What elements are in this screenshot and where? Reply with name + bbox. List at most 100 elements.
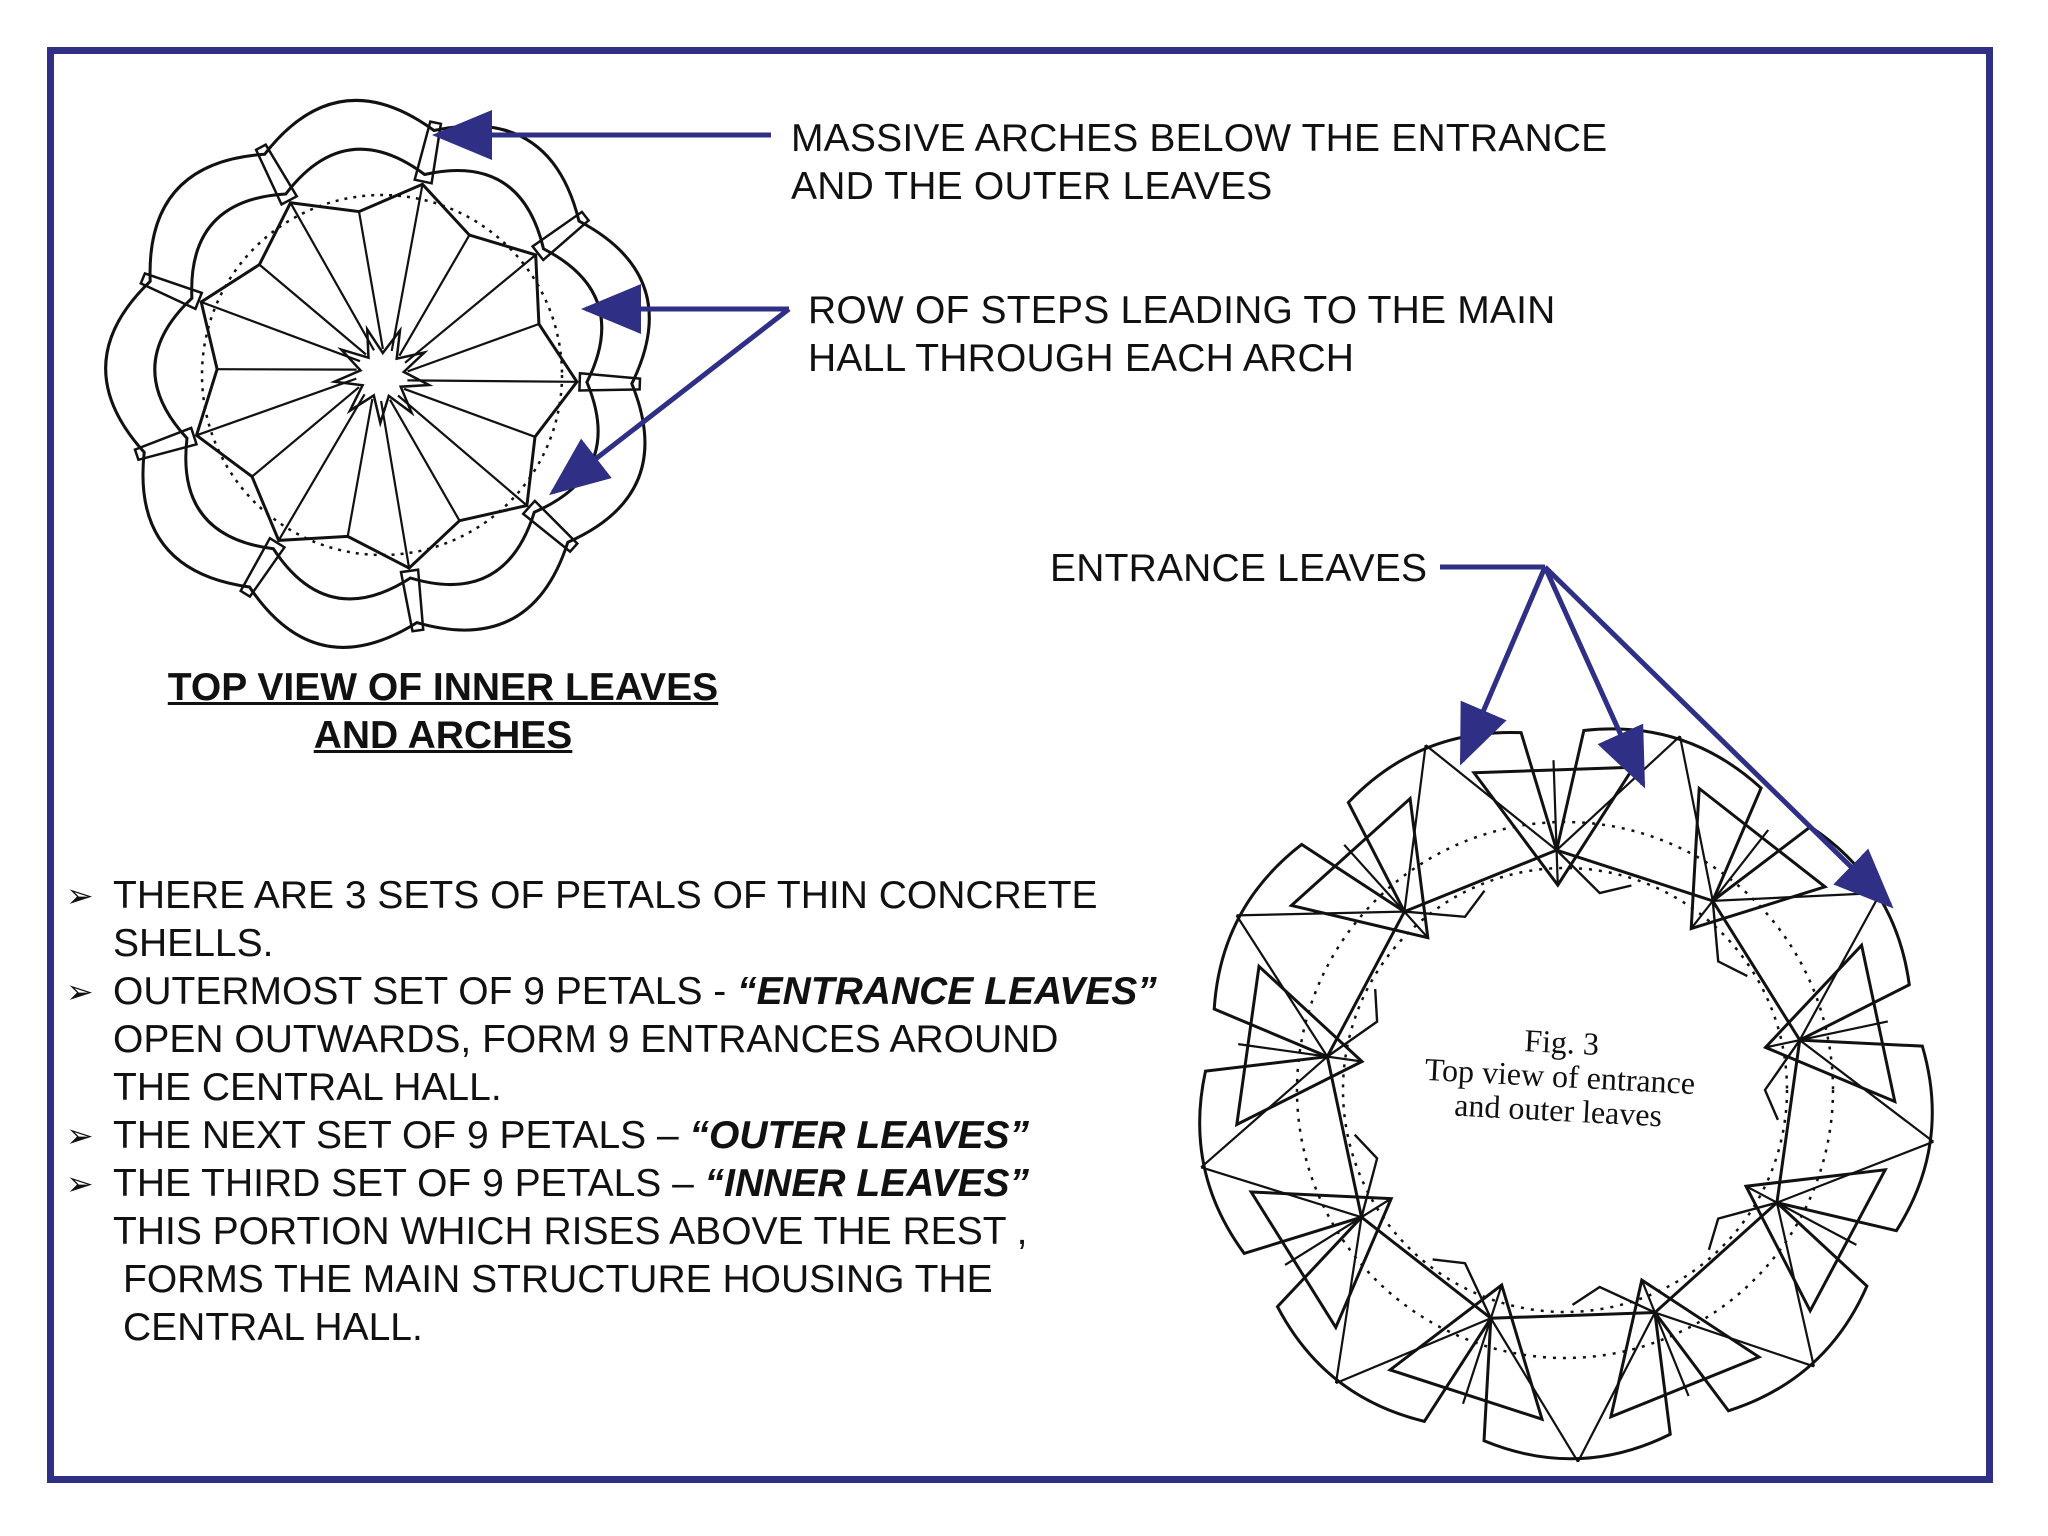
hall-edge (1763, 1039, 1801, 1121)
outer-leaf-rib (1552, 760, 1559, 886)
entrance-leaf-rib (1775, 1202, 1815, 1367)
outer-leaf-rib (1238, 1043, 1363, 1063)
entrance-leaf-rib (1403, 744, 1427, 912)
entrance-leaf (1275, 1215, 1493, 1424)
entrance-leaf-rib (1577, 1312, 1656, 1463)
entrance-leaf-rib (1799, 1039, 1935, 1143)
entrance-leaf (1652, 1200, 1869, 1413)
arch-pier (254, 143, 299, 207)
bullet-continuation: OPEN OUTWARDS, FORM 9 ENTRANCES AROUND (113, 1018, 1059, 1061)
entrance-leaf-rib (1335, 1317, 1492, 1385)
hall-edge (1353, 1133, 1379, 1218)
leaf-rib (380, 400, 411, 569)
outer-leaf-rib (1343, 844, 1429, 939)
entrance-leaves-arrow-1 (1459, 566, 1548, 766)
hall-edge (1326, 989, 1379, 1058)
left-caption-line2: AND ARCHES (313, 714, 573, 757)
leaf-rib (397, 394, 528, 507)
outer-leaf (1288, 795, 1430, 940)
bullet-text: THE THIRD SET OF 9 PETALS – (113, 1162, 705, 1205)
leaf-rib (389, 399, 461, 522)
bullet-item: ➢ OUTERMOST SET OF 9 PETALS - “ENTRANCE … (66, 968, 1186, 1016)
hall-edge (1711, 900, 1748, 978)
massive-arches-label: MASSIVE ARCHES BELOW THE ENTRANCE AND TH… (791, 115, 1607, 211)
ring-dotted-outer (1295, 820, 1835, 1360)
arch-pier (578, 371, 642, 392)
leaf-rib (407, 379, 577, 383)
arch-pier (399, 568, 425, 633)
entrance-leaf (1482, 1310, 1672, 1461)
entrance-leaf (1212, 842, 1407, 1059)
inner-arches-outline (153, 147, 604, 601)
bullet-arrow-icon: ➢ (66, 973, 94, 1010)
outer-arches-outline (104, 99, 651, 649)
hall-edge (1432, 1258, 1492, 1319)
left-figure-caption: TOP VIEW OF INNER LEAVES AND ARCHES (148, 664, 738, 760)
entrance-leaves-label: ENTRANCE LEAVES (1050, 547, 1428, 590)
arch-pier (133, 426, 199, 462)
leaf-rib (200, 300, 361, 363)
row-of-steps-label-line2: HALL THROUGH EACH ARCH (808, 337, 1355, 380)
entrance-leaf (1775, 1038, 1934, 1233)
row-of-steps-label-line1: ROW OF STEPS LEADING TO THE MAIN (808, 289, 1556, 332)
outer-leaf-rib (1461, 1284, 1503, 1405)
bullet-emphasis: “ENTRANCE LEAVES” (737, 970, 1157, 1013)
leaf-rib (407, 322, 540, 373)
bullet-continuation: THIS PORTION WHICH RISES ABOVE THE REST … (113, 1210, 1028, 1253)
massive-arches-label-line1: MASSIVE ARCHES BELOW THE ENTRANCE (791, 117, 1608, 160)
bullet-text: THERE ARE 3 SETS OF PETALS OF THIN CONCR… (113, 874, 1098, 917)
entrance-leaf-rib (1712, 891, 1881, 902)
arch-pier (239, 536, 287, 599)
entrance-leaf-rib (1200, 1166, 1362, 1219)
bullet-text: THE NEXT SET OF 9 PETALS – (113, 1114, 690, 1157)
leaf-rib (390, 184, 424, 352)
bullet-item: ➢ THE NEXT SET OF 9 PETALS – “OUTER LEAV… (66, 1112, 1186, 1160)
right-figure-caption: Fig. 3 Top view of entrance and outer le… (1378, 1016, 1743, 1137)
inner-leaves-outline (194, 182, 579, 570)
leaf-rib (251, 386, 360, 478)
leaf-rib (398, 234, 471, 357)
arch-pier (521, 499, 580, 554)
steps-dotted-ring (200, 193, 564, 557)
left-caption-line1: TOP VIEW OF INNER LEAVES (167, 666, 719, 709)
entrance-leaf (1346, 730, 1559, 914)
leaf-rib (277, 393, 366, 541)
bullet-emphasis: “OUTER LEAVES” (689, 1114, 1029, 1157)
massive-arches-label-line2: AND THE OUTER LEAVES (791, 165, 1273, 208)
leaf-rib (403, 387, 536, 438)
outer-leaf (1689, 785, 1829, 931)
outer-leaf-rib (1690, 829, 1770, 930)
hall-edge (1404, 889, 1486, 919)
leaf-rib (196, 377, 357, 437)
inner-leaves-top-view (104, 99, 651, 649)
entrance-leaf (1710, 824, 1911, 1043)
bullet-list: ➢ THERE ARE 3 SETS OF PETALS OF THIN CON… (66, 872, 1186, 1352)
outer-leaf-rib (1284, 1197, 1392, 1266)
bullet-continuation: CENTRAL HALL. (123, 1306, 423, 1349)
hall-edge (1571, 1285, 1656, 1314)
central-star (329, 324, 434, 428)
outer-leaf-rib (1640, 1279, 1690, 1397)
bullet-arrow-icon: ➢ (66, 1165, 94, 1202)
bullet-item: ➢ THE THIRD SET OF 9 PETALS – “INNER LEA… (66, 1160, 1186, 1208)
leaf-rib (404, 254, 537, 364)
bullet-item: ➢ THERE ARE 3 SETS OF PETALS OF THIN CON… (66, 872, 1186, 920)
leaf-rib (346, 398, 374, 537)
outer-leaf-rib (1765, 1020, 1889, 1049)
row-of-steps-arrow-lower (549, 307, 791, 496)
bullet-continuation: SHELLS. (113, 922, 274, 965)
entrance-leaf (1198, 1054, 1364, 1256)
callout-arrows (432, 110, 1894, 909)
bullet-arrow-icon: ➢ (66, 1117, 94, 1154)
leaf-rib (289, 202, 375, 351)
bullet-arrow-icon: ➢ (66, 877, 94, 914)
arch-pier (139, 271, 204, 311)
bullet-text: OUTERMOST SET OF 9 PETALS - (113, 970, 738, 1013)
entrance-leaves-arrow-3 (1543, 565, 1894, 909)
entrance-leaves-arrow-2 (1542, 565, 1646, 789)
bullet-continuation: FORMS THE MAIN STRUCTURE HOUSING THE (123, 1258, 993, 1301)
row-of-steps-label: ROW OF STEPS LEADING TO THE MAIN HALL TH… (808, 287, 1556, 383)
arch-pier (530, 210, 591, 262)
leaf-rib (258, 263, 367, 356)
